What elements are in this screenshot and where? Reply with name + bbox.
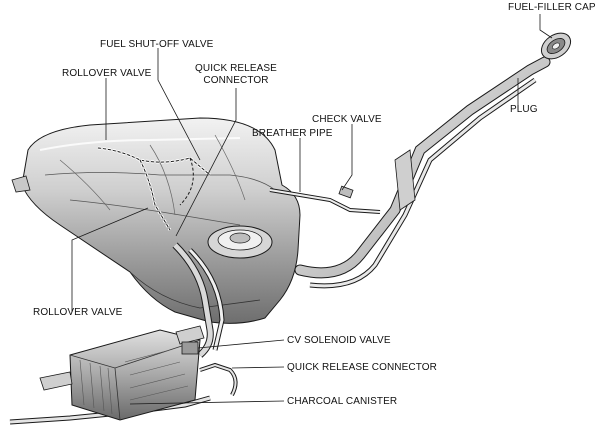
label-quick-release-connector-top-line1: QUICK RELEASE — [195, 63, 277, 74]
leader-lines — [71, 14, 553, 405]
filler-neck-pipe — [294, 56, 551, 289]
cv-solenoid-body — [181, 341, 199, 355]
label-breather-pipe: BREATHER PIPE — [252, 128, 333, 139]
fuel-tank — [11, 117, 301, 324]
label-cv-solenoid-valve: CV SOLENOID VALVE — [287, 335, 391, 346]
label-fuel-filler-cap: FUEL-FILLER CAP — [508, 2, 596, 13]
label-quick-release-connector-top-line2: CONNECTOR — [203, 75, 269, 86]
label-rollover-valve-bottom: ROLLOVER VALVE — [33, 307, 123, 318]
label-plug: PLUG — [510, 104, 538, 115]
label-rollover-valve-top: ROLLOVER VALVE — [62, 68, 152, 79]
label-fuel-shutoff-valve: FUEL SHUT-OFF VALVE — [100, 39, 214, 50]
charcoal-canister — [39, 325, 205, 421]
vapor-line-network — [97, 146, 211, 231]
label-charcoal-canister: CHARCOAL CANISTER — [287, 396, 398, 407]
check-valve-body — [338, 185, 354, 199]
label-check-valve: CHECK VALVE — [312, 114, 382, 125]
label-quick-release-connector-bottom: QUICK RELEASE CONNECTOR — [287, 362, 437, 373]
fuel-filler-cap — [540, 32, 572, 60]
